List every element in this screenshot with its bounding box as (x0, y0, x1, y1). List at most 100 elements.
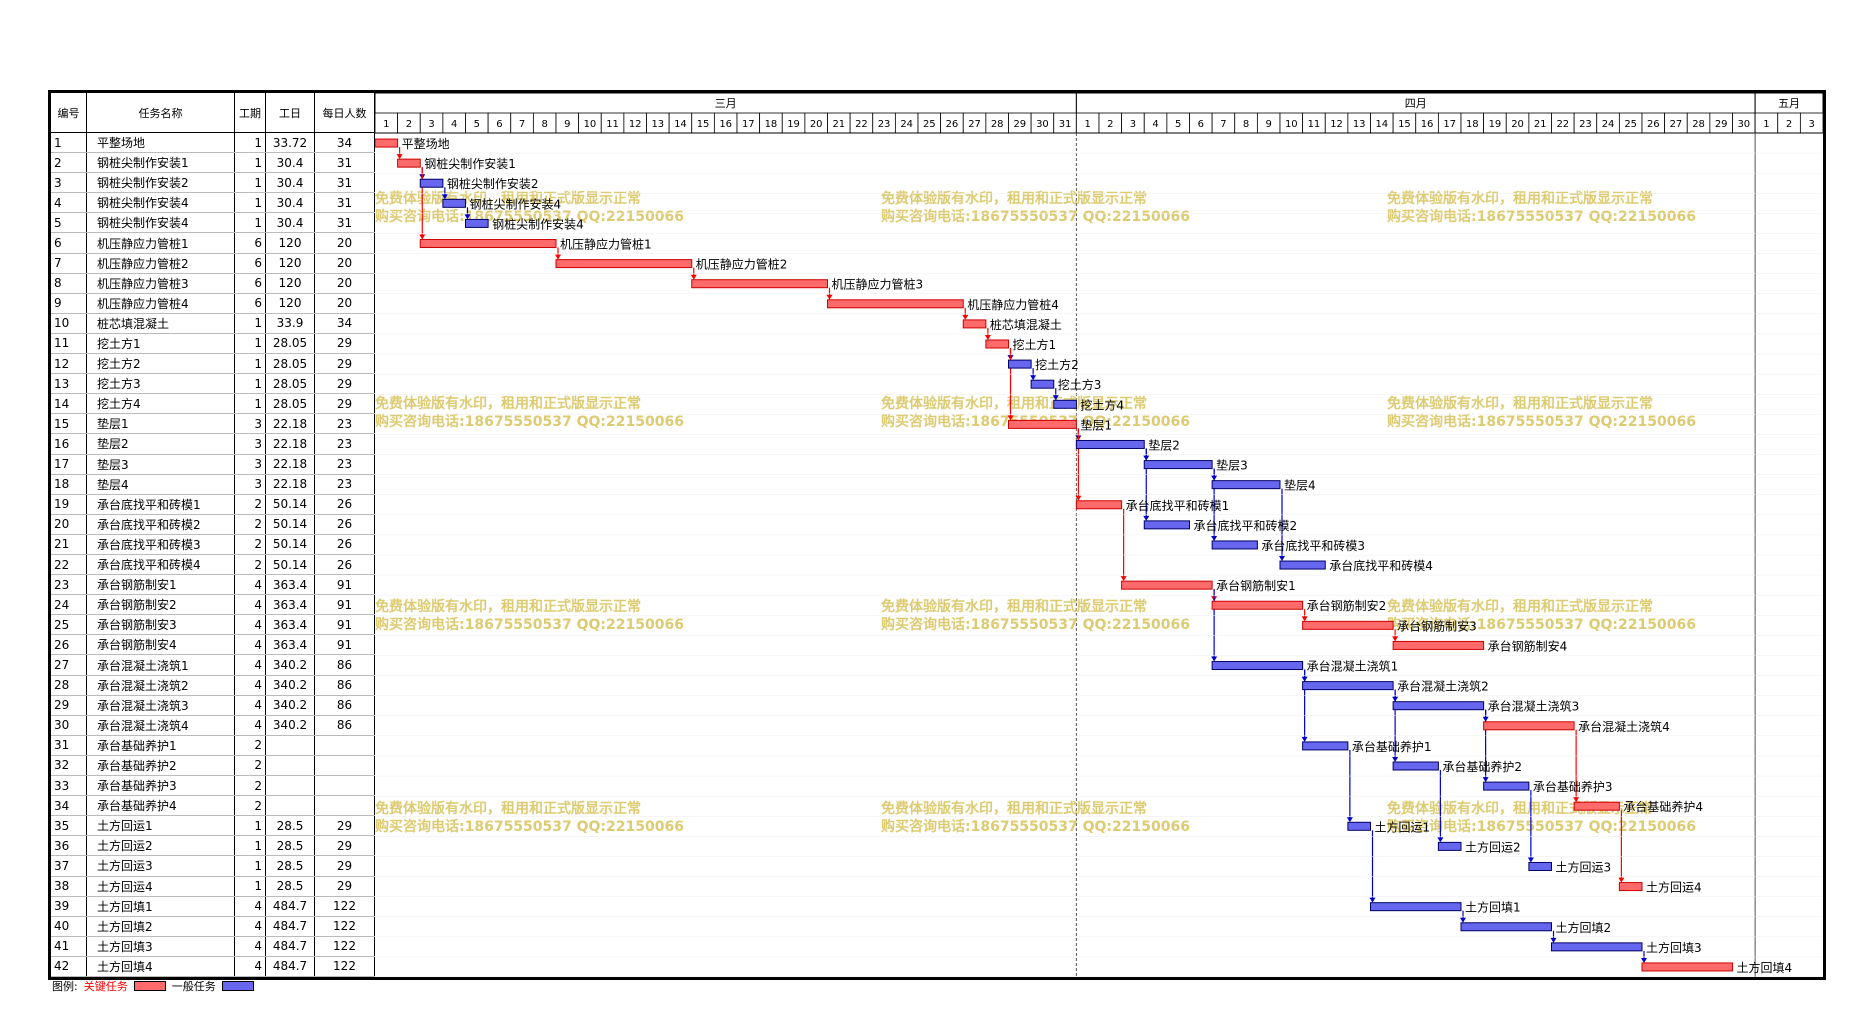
task-people: 34 (315, 313, 375, 333)
dependency-arrow (690, 274, 697, 280)
task-workdays: 22.18 (266, 454, 315, 474)
task-duration: 1 (235, 133, 266, 153)
task-people: 122 (315, 916, 375, 936)
task-workdays: 28.5 (266, 816, 315, 836)
watermark-text: 免费体验版有水印，租用和正式版显示正常 (1387, 598, 1653, 615)
task-duration: 1 (235, 374, 266, 394)
dependency-arrow (1301, 736, 1308, 742)
task-workdays: 484.7 (266, 916, 315, 936)
task-workdays: 120 (266, 233, 315, 253)
task-bar (962, 319, 987, 329)
task-name: 承台基础养护4 (87, 796, 235, 816)
task-bar-label: 土方回运2 (1465, 839, 1521, 854)
task-people: 23 (315, 454, 375, 474)
task-duration: 3 (235, 454, 266, 474)
task-bar-label: 钢桩尖制作安装2 (447, 176, 539, 191)
task-bar (1008, 359, 1032, 369)
day-label: 21 (832, 119, 845, 130)
watermark-text: 购买咨询电话:18675550537 QQ:22150066 (1387, 818, 1696, 835)
task-bar (375, 138, 399, 148)
day-label: 7 (519, 119, 525, 130)
task-duration: 4 (235, 936, 266, 956)
task-bar (985, 339, 1009, 349)
task-workdays: 50.14 (266, 534, 315, 554)
dependency-arrow (1301, 616, 1308, 622)
task-bar-label: 垫层3 (1216, 458, 1248, 473)
task-workdays: 30.4 (266, 213, 315, 233)
task-bar (1392, 640, 1485, 650)
task-name: 挖土方3 (87, 374, 235, 394)
watermark-text: 免费体验版有水印，租用和正式版显示正常 (881, 800, 1147, 817)
day-label: 2 (1107, 119, 1113, 130)
task-bar-label: 承台混凝土浇筑4 (1578, 719, 1670, 734)
task-id: 11 (51, 333, 87, 354)
task-duration: 3 (235, 474, 266, 494)
task-bar (465, 218, 489, 228)
task-id: 41 (51, 936, 87, 956)
task-bar-label: 挖土方1 (1013, 337, 1057, 352)
task-duration: 4 (235, 956, 266, 976)
day-label: 18 (1466, 119, 1479, 130)
task-id: 40 (51, 916, 87, 936)
dependency-arrow (1369, 897, 1376, 903)
task-bar (1143, 520, 1190, 530)
task-name: 钢桩尖制作安装1 (87, 153, 235, 173)
task-bar (1437, 841, 1462, 851)
dependency-arrow (1550, 937, 1557, 943)
task-id: 9 (51, 293, 87, 313)
watermark-text: 购买咨询电话:18675550537 QQ:22150066 (881, 616, 1190, 633)
day-label: 27 (968, 119, 981, 130)
task-bar-label: 钢桩尖制作安装1 (424, 156, 516, 171)
watermark-text: 购买咨询电话:18675550537 QQ:22150066 (375, 413, 684, 430)
watermark-text: 免费体验版有水印，租用和正式版显示正常 (1387, 395, 1653, 412)
task-duration: 4 (235, 675, 266, 695)
day-label: 1 (1085, 119, 1091, 130)
task-workdays: 363.4 (266, 595, 315, 615)
task-duration: 2 (235, 534, 266, 554)
task-id: 7 (51, 253, 87, 273)
task-bar (1347, 821, 1371, 831)
task-name: 垫层3 (87, 454, 235, 474)
task-name: 垫层1 (87, 414, 235, 434)
task-bar-label: 挖土方4 (1080, 397, 1124, 412)
dependency-arrow (1120, 576, 1127, 582)
task-people: 29 (315, 354, 375, 374)
task-id: 30 (51, 715, 87, 735)
task-name: 机压静应力管桩4 (87, 293, 235, 313)
task-name: 承台钢筋制安1 (87, 575, 235, 595)
day-label: 8 (1243, 119, 1249, 130)
dependency-arrow (1437, 837, 1444, 843)
day-label: 9 (564, 119, 570, 130)
task-name: 土方回运2 (87, 836, 235, 856)
task-duration: 1 (235, 836, 266, 856)
day-label: 17 (1443, 119, 1456, 130)
task-bar-label: 垫层2 (1148, 437, 1180, 452)
day-label: 11 (606, 119, 619, 130)
task-bar-label: 承台基础养护1 (1352, 739, 1432, 754)
task-workdays: 30.4 (266, 193, 315, 213)
task-id: 16 (51, 434, 87, 454)
day-label: 4 (1152, 119, 1158, 130)
watermark-text: 购买咨询电话:18675550537 QQ:22150066 (1387, 413, 1696, 430)
task-duration: 6 (235, 233, 266, 253)
task-id: 29 (51, 695, 87, 715)
task-workdays: 363.4 (266, 575, 315, 595)
task-bar-label: 土方回填3 (1646, 940, 1702, 955)
task-duration: 4 (235, 635, 266, 655)
task-workdays: 28.5 (266, 836, 315, 856)
task-duration: 4 (235, 916, 266, 936)
task-bar-label: 土方回运1 (1375, 819, 1431, 834)
task-id: 19 (51, 494, 87, 514)
